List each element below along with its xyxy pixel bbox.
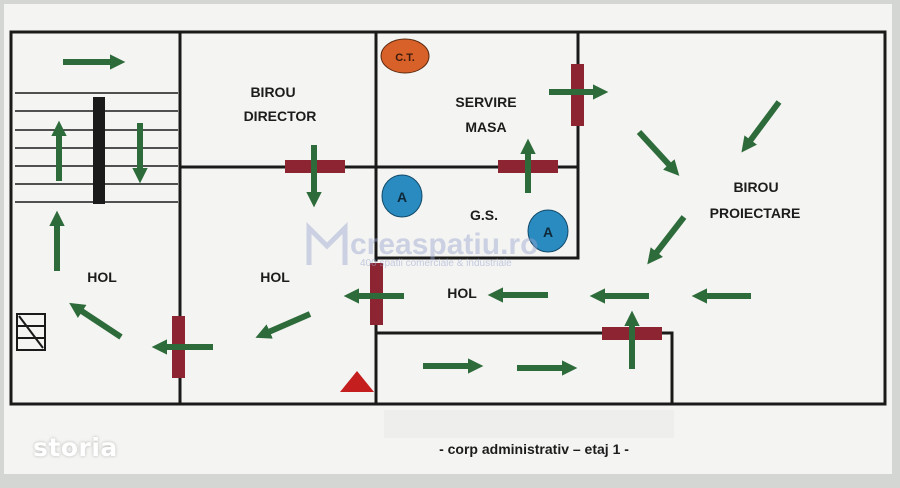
plan-caption: - corp administrativ – etaj 1 - — [439, 441, 629, 457]
storia-logo: storia — [33, 433, 118, 462]
watermark: creaspatiu.ro 400 spatii comerciale & in… — [306, 221, 538, 269]
room-label: DIRECTOR — [244, 108, 317, 124]
warning-triangle-icon — [340, 371, 374, 392]
room-label: HOL — [87, 269, 117, 285]
outer-wall — [9, 30, 887, 406]
exit-box-icon — [16, 313, 46, 351]
room-label: HOL — [260, 269, 290, 285]
evacuation-arrows — [49, 54, 782, 376]
a-marker-label: A — [397, 189, 407, 205]
caption-strip — [384, 410, 674, 438]
arrow-up-left-icon — [69, 302, 123, 340]
a-marker — [527, 209, 569, 253]
arrow-down-left-icon — [741, 100, 782, 153]
room-label: HOL — [447, 285, 477, 301]
boiler-marker — [380, 38, 430, 74]
room-label: BIROU — [250, 84, 295, 100]
room-label: BIROU — [733, 179, 778, 195]
arrow-down-right-icon — [636, 129, 680, 176]
boiler-label: C.T. — [395, 52, 415, 64]
room-label: MASA — [465, 119, 506, 135]
sign-panel — [4, 4, 892, 474]
watermark-brand: creaspatiu.ro — [350, 228, 538, 261]
watermark-logo-icon — [306, 221, 348, 265]
stair-rail — [93, 97, 105, 204]
a-marker — [381, 174, 423, 218]
room-label: SERVIRE — [455, 94, 516, 110]
arrow-down-left-icon — [647, 215, 687, 265]
a-marker-label: A — [543, 224, 553, 240]
room-label: PROIECTARE — [710, 205, 801, 221]
watermark-tagline: 400 spatii comerciale & industriale — [360, 258, 512, 269]
room-label: G.S. — [470, 207, 498, 223]
arrow-down-left-icon — [255, 311, 312, 339]
walls — [9, 30, 887, 406]
